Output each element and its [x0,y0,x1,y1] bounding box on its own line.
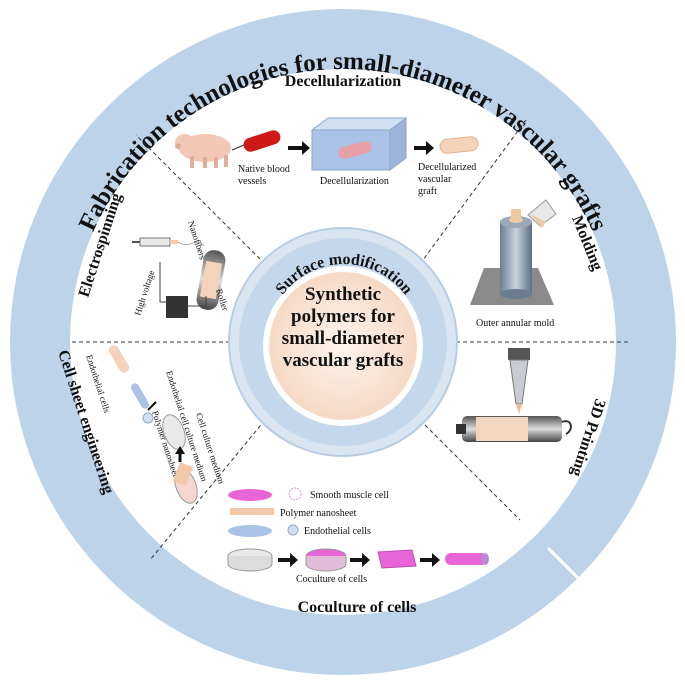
decellularization-title: Decellularization [285,73,402,90]
arrow-icon [414,141,434,155]
legend-smooth-muscle: Smooth muscle cell [310,490,389,501]
arrow-icon [288,141,310,155]
process-label: Decellularization [320,176,389,187]
graft-end-icon [481,553,489,565]
native-vessel-icon [243,130,281,152]
molding-section: Molding Outer annular mold [470,199,606,329]
pig-icon [175,134,231,168]
smooth-muscle-cell-icon [288,487,302,501]
center-title-line: small-diameter [281,328,405,349]
coculture-title: Coculture of cells [298,599,417,616]
petri-dish-icon [227,548,273,572]
center-title-line: vascular grafts [282,350,404,371]
legend-polymer-nanosheet: Polymer nanosheet [280,508,357,519]
arrow-icon [350,553,370,567]
decellularization-section: Decellularization Native blood vessels [175,73,479,197]
mold-icon [470,199,557,305]
coculture-dish-icon [305,548,347,572]
arrow-icon [420,553,440,567]
decellularized-graft-icon [439,136,479,154]
endothelial-sheet-icon [228,525,272,537]
ring-notch [546,546,588,588]
native-vessel-label: Native blood vessels [238,164,292,187]
pink-sheet-icon [377,549,417,569]
decellularized-label: Decellularized vascular graft [418,162,479,197]
center-title-line: Synthetic [305,284,381,305]
endothelial-cell-icon [287,524,299,536]
electrospinning-apparatus-icon [132,237,226,318]
decellularization-bath-icon [310,117,408,171]
center-title: Synthetic polymers for small-diameter va… [262,284,424,372]
smooth-muscle-sheet-icon [228,489,272,501]
cell-sheet-icons [109,345,198,504]
printer-icon [456,348,572,442]
center-disc [269,272,417,420]
pink-graft-icon [445,553,487,565]
mold-label: Outer annular mold [476,318,554,329]
legend-endothelial: Endothelial cells [304,526,371,537]
polymer-nanosheet-icon [230,508,274,515]
center-title-line: polymers for [291,306,395,327]
coculture-caption: Coculture of cells [296,574,367,585]
coculture-section: Coculture of cells Smooth muscle cell Po… [227,487,489,616]
arrow-icon [278,553,298,567]
